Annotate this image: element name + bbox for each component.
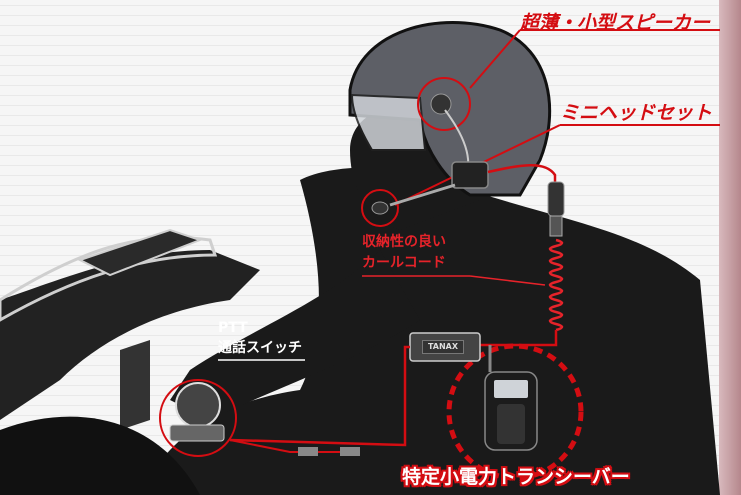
- label-ptt-switch: PTT 通話スイッチ: [218, 318, 302, 358]
- label-speaker: 超薄・小型スピーカー: [520, 12, 711, 34]
- helmet: [348, 21, 552, 197]
- label-transceiver: 特定小電力トランシーバー: [402, 466, 630, 488]
- label-curl-cord-line1: 収納性の良い: [362, 234, 446, 250]
- label-curl-cord: 収納性の良い カールコード: [362, 232, 446, 274]
- curl-cord: [548, 238, 564, 332]
- label-curl-cord-line2: カールコード: [362, 255, 446, 271]
- label-ptt-line2: 通話スイッチ: [218, 340, 302, 356]
- label-headset: ミニヘッドセット: [560, 102, 713, 124]
- right-edge-band: [719, 0, 741, 495]
- brand-label: TANAX: [422, 340, 464, 354]
- rider-silhouette: [140, 107, 720, 495]
- motorcycle-silhouette: [0, 228, 260, 495]
- label-ptt-line1: PTT: [218, 320, 248, 336]
